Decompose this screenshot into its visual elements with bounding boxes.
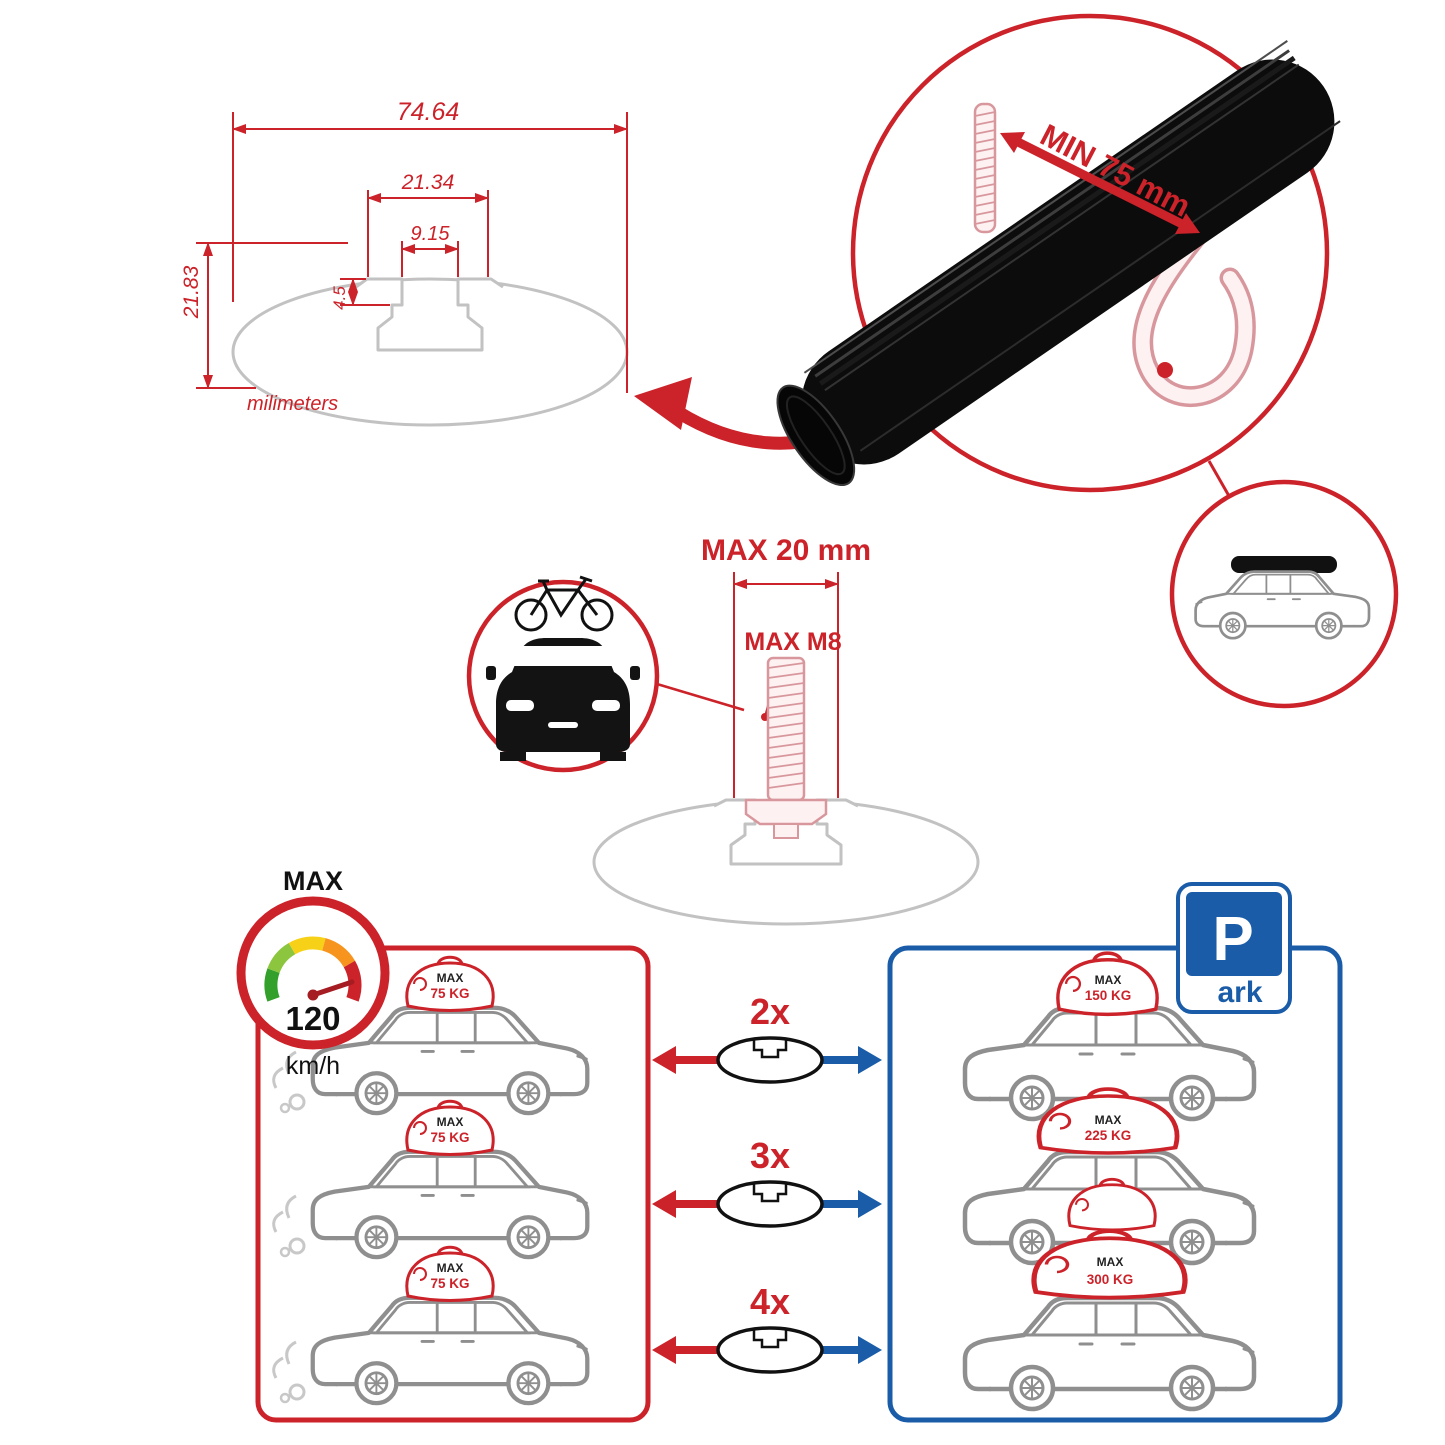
crossbar-3d (776, 40, 1341, 487)
t-slot-profile (355, 277, 504, 352)
bag-max-label: MAX (437, 971, 464, 985)
unit-label: milimeters (247, 393, 338, 415)
parked-cars: MAX 150 KG MAX 225 KG MAX 300 KG (965, 951, 1254, 1409)
speed-value: 120 (285, 1000, 340, 1037)
dim-lip-height-label: 4.5 (330, 286, 349, 310)
red-arrow-left (652, 1190, 676, 1218)
blue-arrow-right (858, 1190, 882, 1218)
bag-max-label: MAX (437, 1115, 464, 1129)
bag-max-label: MAX (1097, 1255, 1124, 1269)
dim-total-width-label: 74.64 (397, 98, 460, 126)
car-front-icon (486, 638, 640, 761)
bag-load-label: 150 KG (1085, 988, 1132, 1003)
bolt-spec-section: MAX 20 mm MAX M8 (466, 534, 980, 926)
blue-arrow-right (858, 1046, 882, 1074)
speed-max-label: MAX (283, 866, 343, 896)
crossbar-ellipse-icon (716, 1036, 824, 1084)
driving-car-1: MAX 75 KG (272, 955, 588, 1113)
blue-arrow-right (858, 1336, 882, 1364)
parked-car-1: MAX 150 KG (965, 951, 1254, 1119)
park-sign-ark: ark (1217, 976, 1262, 1009)
speed-unit-label: km/h (286, 1052, 340, 1080)
gauge-arcs (264, 936, 362, 1002)
driving-cars: MAX 75 KG MAX 75 KG MAX 75 KG (272, 955, 588, 1403)
parked-car-3: MAX 300 KG (965, 1177, 1254, 1409)
dim-slot-opening-label: 9.15 (411, 223, 451, 245)
parked-car-2: MAX 225 KG (965, 1089, 1254, 1263)
car-bike-circle (466, 575, 660, 773)
bike-icon (514, 575, 614, 632)
suv-roofbox-circle (1169, 479, 1399, 709)
clamp-pivot-dot (1157, 362, 1173, 378)
red-arrow-left (652, 1336, 676, 1364)
speed-gauge: MAX 120 km/h (236, 866, 390, 1080)
max-width-label: MAX 20 mm (701, 534, 871, 567)
bag-load-label: 300 KG (1087, 1272, 1134, 1287)
bag-max-label: MAX (1095, 1113, 1122, 1127)
bag-load-label: 225 KG (1085, 1128, 1132, 1143)
crossbar-cross-section-drawing: 74.64 21.34 9.15 4.5 21.83 milimeters (180, 98, 629, 427)
multiplier-4x-label: 4x (750, 1281, 790, 1322)
bag-load-label: 75 KG (430, 1130, 469, 1145)
crossbar-ellipse-icon (716, 1326, 824, 1374)
max-thread-label: MAX M8 (744, 628, 841, 656)
multiplier-rows: 2x 3x 4x (652, 991, 882, 1374)
clamp-hook (1132, 194, 1256, 407)
bag-load-label: 75 KG (430, 1276, 469, 1291)
circle-connector-line (1207, 460, 1231, 497)
t-bolt (744, 656, 828, 839)
gauge-needle (310, 979, 355, 998)
multiplier-2x-label: 2x (750, 991, 790, 1032)
crossbar-ellipse-icon (716, 1180, 824, 1228)
dim-slot-outer-label: 21.34 (401, 171, 455, 194)
clamp-threaded-rod (973, 102, 997, 234)
multiplier-3x-label: 3x (750, 1135, 790, 1176)
driving-car-3: MAX 75 KG (272, 1245, 588, 1403)
driving-car-2: MAX 75 KG (272, 1099, 588, 1257)
bag-max-label: MAX (437, 1261, 464, 1275)
red-arrow-left (652, 1046, 676, 1074)
dim-total-height-label: 21.83 (180, 265, 203, 319)
min-clamp-arrow (1000, 132, 1200, 234)
park-sign-p: P (1212, 905, 1253, 974)
crossbar-detail-circle: MIN 75 mm (776, 13, 1341, 493)
roof-box (1231, 556, 1337, 573)
bag-max-label: MAX (1095, 973, 1122, 987)
park-sign: P ark (1176, 882, 1292, 1014)
bag-load-label: 75 KG (430, 986, 469, 1001)
